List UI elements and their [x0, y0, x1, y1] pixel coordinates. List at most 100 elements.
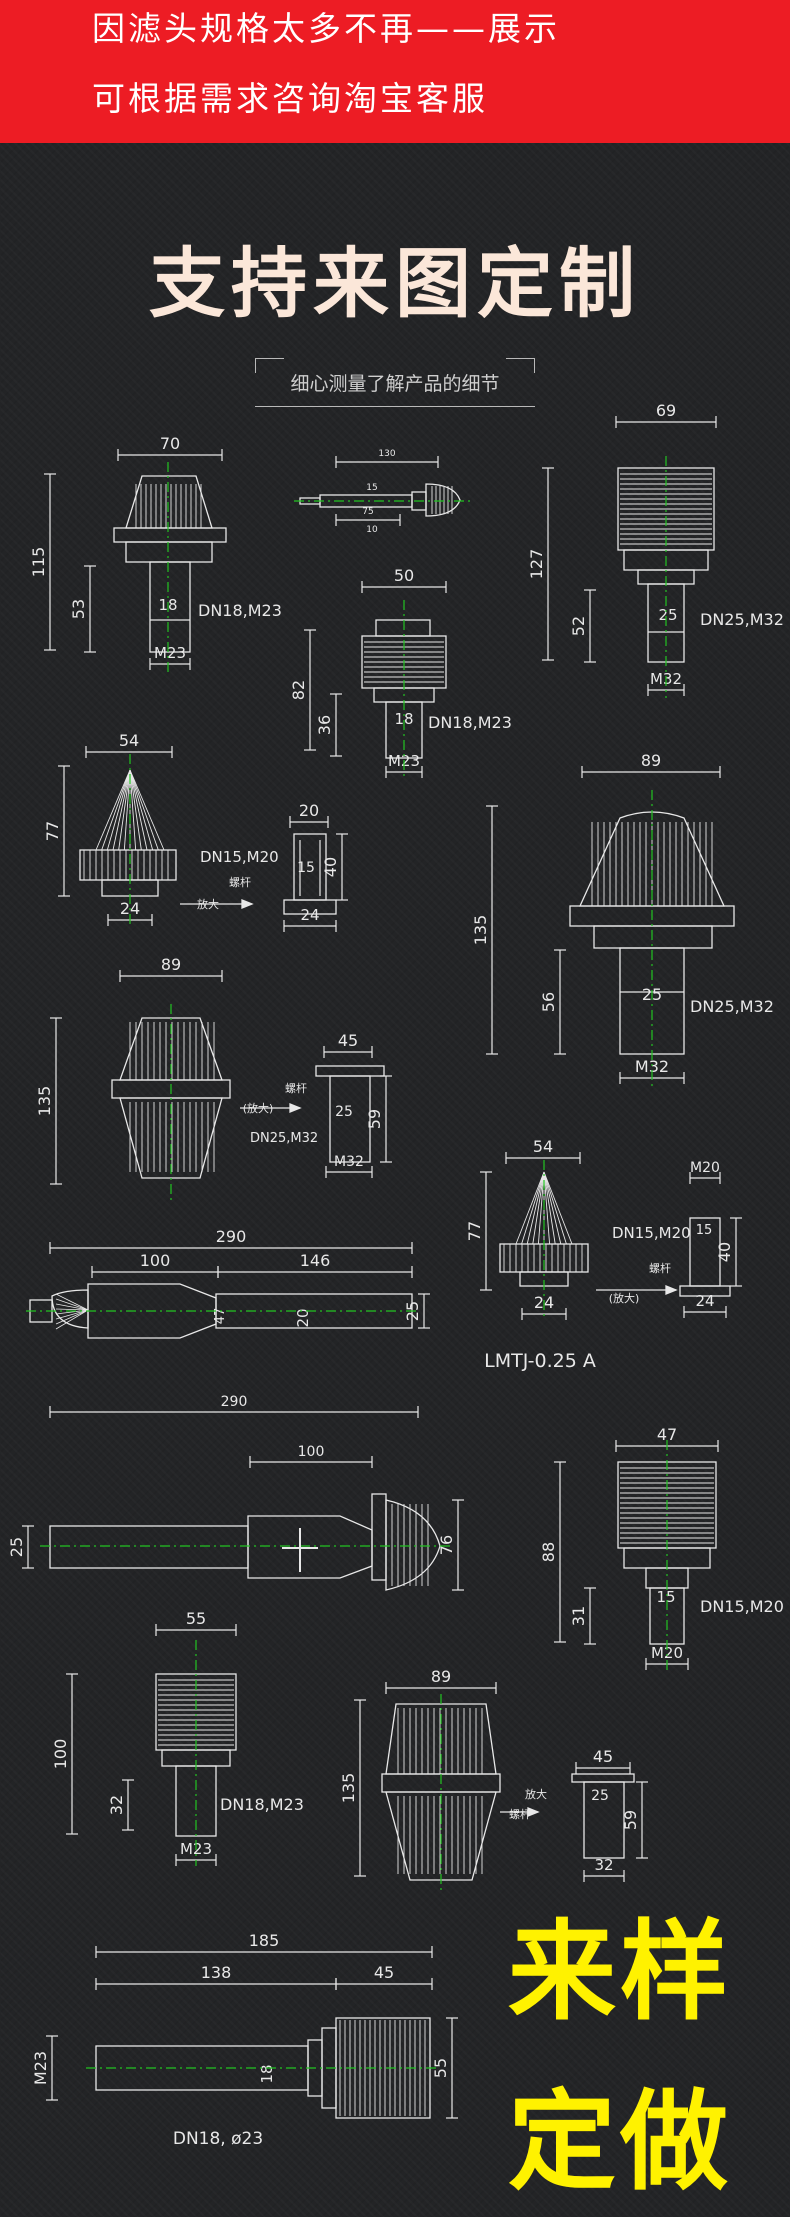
drawing-label: 45 [593, 1747, 613, 1766]
drawing-label: 45 [374, 1963, 394, 1982]
drawing-label: 螺杆 [649, 1261, 671, 1275]
drawing-label: 螺杆 [285, 1081, 307, 1095]
drawing-label: 115 [29, 547, 48, 578]
drawing-label: 25 [7, 1537, 26, 1557]
drawing-label: 55 [186, 1609, 206, 1628]
drawing-label: 18 [258, 2064, 276, 2083]
drawing-label: 89 [161, 955, 181, 974]
drawing-label: 20 [299, 801, 319, 820]
drawing-label: DN15,M20 [700, 1597, 784, 1616]
drawing-label: 135 [35, 1086, 54, 1117]
drawing-label: 70 [160, 434, 180, 453]
stamp-line-1: 来样 [508, 1910, 733, 2035]
drawing-label: DN15,M20 [612, 1224, 691, 1242]
drawing-label: 69 [656, 401, 676, 420]
banner-line-1: 因滤头规格太多不再——展示 [92, 9, 560, 48]
drawing-label: 185 [249, 1931, 280, 1950]
drawing-label: 52 [569, 616, 588, 636]
drawing-label: 放大 [525, 1787, 547, 1801]
drawing-label: 77 [43, 821, 62, 841]
drawing-label: 130 [378, 449, 395, 459]
drawing-label: 15 [696, 1223, 713, 1238]
drawing-label: 290 [216, 1227, 247, 1246]
drawing-label: 55 [431, 2058, 450, 2078]
drawing-label: 100 [298, 1444, 325, 1460]
drawing-label: DN25,M32 [690, 997, 774, 1016]
subtitle: 细心测量了解产品的细节 [290, 373, 500, 395]
drawing-label: DN18, ø23 [173, 2129, 263, 2149]
drawing-label: 53 [69, 599, 88, 619]
drawing-label: M20 [690, 1160, 720, 1176]
bolt-drawing-d5: 20 15 40 24 [283, 801, 348, 932]
frame-corner-left [255, 358, 284, 373]
drawing-label: 76 [437, 1535, 456, 1555]
drawing-label: 45 [338, 1031, 358, 1050]
drawing-label: 40 [715, 1242, 734, 1262]
drawing-label: 15 [366, 483, 377, 493]
red-banner: 因滤头规格太多不再——展示 可根据需求咨询淘宝客服 [0, 0, 790, 143]
drawing-label: 89 [641, 751, 661, 770]
drawing-label: 59 [365, 1109, 384, 1129]
drawing-label: 54 [533, 1137, 553, 1156]
drawing-label: 77 [465, 1221, 484, 1241]
drawing-label: 25 [591, 1788, 609, 1804]
drawing-label: 82 [289, 680, 308, 700]
drawing-label: 24 [300, 906, 319, 924]
drawing-label: LMTJ-0.25 A [484, 1350, 596, 1372]
drawing-label: 50 [394, 566, 414, 585]
drawing-label: 135 [471, 915, 490, 946]
drawing-label: M23 [154, 644, 186, 662]
drawing-label: 47 [657, 1425, 677, 1444]
headline: 支持来图定制 [149, 239, 641, 328]
drawing-label: 36 [315, 715, 334, 735]
frame-corner-right [506, 358, 535, 373]
drawing-label: DN18,M23 [198, 601, 282, 620]
drawing-label: M32 [334, 1154, 364, 1170]
drawing-label: DN25,M32 [700, 610, 784, 629]
drawing-label: 47 [213, 1308, 228, 1325]
drawing-label: 54 [119, 731, 139, 750]
subtitle-frame: 细心测量了解产品的细节 [255, 358, 535, 407]
drawing-label: (放大) [609, 1291, 640, 1305]
drawing-label: DN18,M23 [428, 713, 512, 732]
drawing-label: 32 [107, 1795, 126, 1815]
drawing-label: 100 [51, 1739, 70, 1770]
drawing-label: 75 [362, 507, 373, 517]
drawing-label: 100 [140, 1251, 171, 1270]
drawing-label: 15 [656, 1588, 675, 1606]
drawing-label: 127 [527, 549, 546, 580]
drawing-label: 31 [569, 1606, 588, 1626]
drawing-label: DN18,M23 [220, 1795, 304, 1814]
drawing-label: 88 [539, 1542, 558, 1562]
drawing-label: 146 [300, 1251, 331, 1270]
drawing-label: 25 [335, 1104, 353, 1120]
filter-drawing-d12: 290 100 25 76 [7, 1394, 464, 1591]
drawing-label: 138 [201, 1963, 232, 1982]
drawing-label: 15 [297, 860, 315, 876]
stamp-line-2: 定做 [508, 2080, 733, 2205]
drawing-label: 89 [431, 1667, 451, 1686]
drawing-label: 18 [394, 710, 413, 728]
drawing-label: 32 [594, 1856, 613, 1874]
bolt-drawing-d16: 45 25 59 32 [571, 1747, 648, 1882]
banner-line-2: 可根据需求咨询淘宝客服 [92, 79, 488, 118]
drawing-label: DN25,M32 [250, 1131, 318, 1146]
drawing-label: M23 [31, 2051, 50, 2085]
drawing-label: 59 [621, 1810, 640, 1830]
drawing-label: 40 [321, 857, 340, 877]
drawing-label: 25 [658, 606, 677, 624]
drawing-label: 290 [221, 1394, 248, 1410]
drawing-label: M32 [635, 1057, 669, 1076]
